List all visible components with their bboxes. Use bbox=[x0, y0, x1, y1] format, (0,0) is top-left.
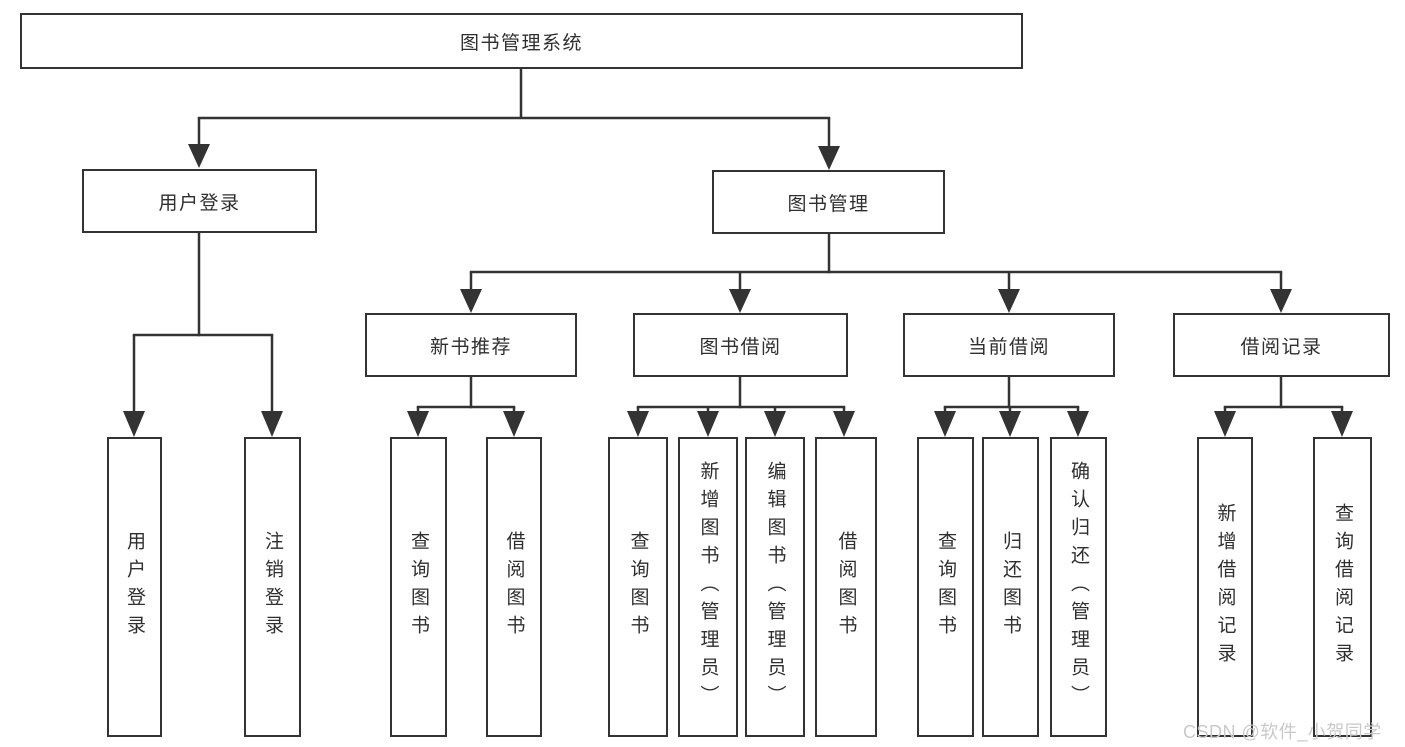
leaf-query-books-recommend-label: 查询图书 bbox=[408, 531, 429, 643]
leaf-logout-label: 注销登录 bbox=[262, 531, 283, 643]
node-book-management: 图书管理 bbox=[712, 170, 945, 234]
node-book-management-label: 图书管理 bbox=[787, 193, 870, 215]
leaf-logout: 注销登录 bbox=[244, 437, 301, 737]
leaf-add-book-admin: 新增图书（管理员） bbox=[678, 437, 738, 737]
leaf-user-login-label: 用户登录 bbox=[124, 531, 145, 643]
leaf-query-books-recommend: 查询图书 bbox=[390, 437, 447, 737]
node-borrow-records: 借阅记录 bbox=[1173, 313, 1390, 377]
leaf-edit-book-admin-label: 编辑图书（管理员） bbox=[764, 461, 786, 713]
watermark: CSDN @软件_小贺同学 bbox=[1183, 722, 1382, 742]
node-new-book-recommend: 新书推荐 bbox=[365, 313, 577, 377]
node-current-borrow: 当前借阅 bbox=[903, 313, 1115, 377]
leaf-query-books-borrow: 查询图书 bbox=[608, 437, 668, 737]
node-book-borrow: 图书借阅 bbox=[633, 313, 848, 377]
leaf-borrow-books-label: 借阅图书 bbox=[835, 531, 857, 643]
leaf-return-book: 归还图书 bbox=[982, 437, 1039, 737]
node-new-book-recommend-label: 新书推荐 bbox=[429, 336, 512, 358]
leaf-query-books-current: 查询图书 bbox=[917, 437, 974, 737]
node-book-borrow-label: 图书借阅 bbox=[699, 336, 782, 358]
leaf-borrow-books-recommend-label: 借阅图书 bbox=[503, 531, 525, 643]
leaf-query-borrow-record-label: 查询借阅记录 bbox=[1332, 503, 1353, 671]
leaf-return-book-label: 归还图书 bbox=[1000, 531, 1021, 643]
leaf-confirm-return-admin-label: 确认归还（管理员） bbox=[1068, 461, 1089, 713]
leaf-query-books-current-label: 查询图书 bbox=[935, 531, 956, 643]
leaf-add-book-admin-label: 新增图书（管理员） bbox=[697, 461, 719, 713]
leaf-add-borrow-record: 新增借阅记录 bbox=[1197, 437, 1253, 737]
node-borrow-records-label: 借阅记录 bbox=[1240, 336, 1323, 358]
leaf-add-borrow-record-label: 新增借阅记录 bbox=[1214, 503, 1236, 671]
leaf-edit-book-admin: 编辑图书（管理员） bbox=[745, 437, 805, 737]
node-user-login-label: 用户登录 bbox=[158, 192, 241, 214]
node-current-borrow-label: 当前借阅 bbox=[967, 336, 1050, 358]
leaf-user-login: 用户登录 bbox=[107, 437, 162, 737]
leaf-query-books-borrow-label: 查询图书 bbox=[627, 531, 649, 643]
node-user-login: 用户登录 bbox=[82, 169, 317, 233]
leaf-borrow-books-recommend: 借阅图书 bbox=[486, 437, 542, 737]
node-root: 图书管理系统 bbox=[20, 13, 1023, 69]
leaf-confirm-return-admin: 确认归还（管理员） bbox=[1050, 437, 1107, 737]
leaf-borrow-books: 借阅图书 bbox=[815, 437, 877, 737]
node-root-label: 图书管理系统 bbox=[459, 32, 583, 54]
leaf-query-borrow-record: 查询借阅记录 bbox=[1313, 437, 1372, 737]
